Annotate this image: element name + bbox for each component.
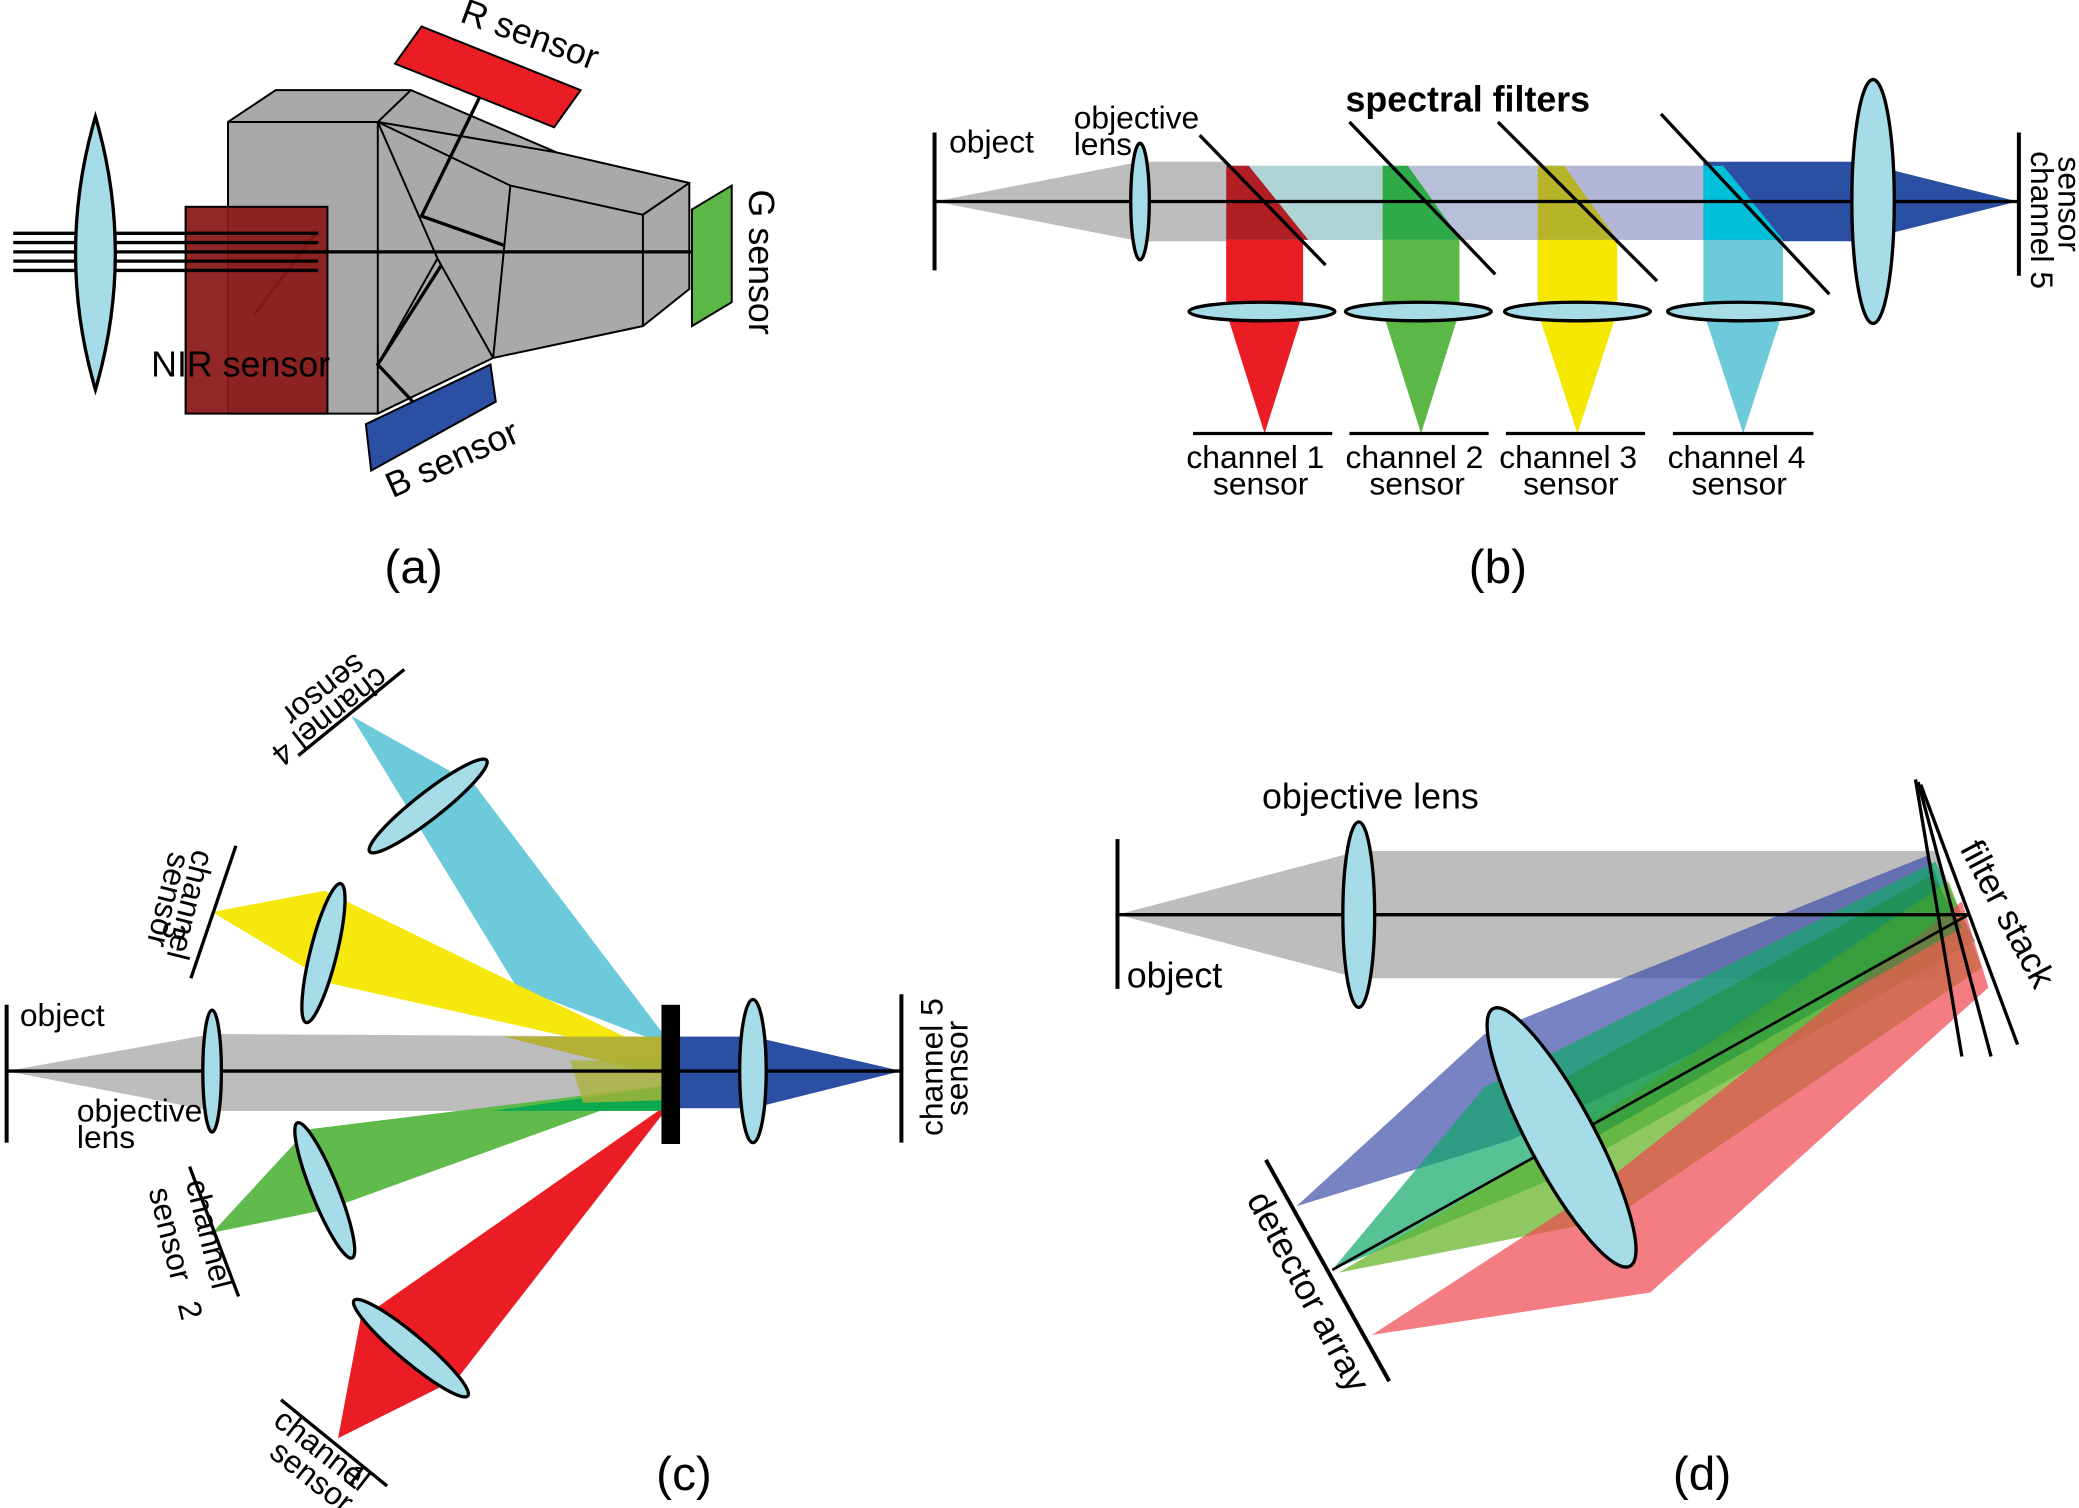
spectral-filter-lines bbox=[1198, 112, 1831, 296]
channel2-label-1: channel 2 bbox=[1345, 439, 1483, 475]
channel4-label-1: channel 4 bbox=[1668, 439, 1806, 475]
panel-c-caption: (c) bbox=[656, 1448, 712, 1501]
panel-d-focusing-lens bbox=[1485, 1006, 1638, 1269]
panel-c-channel5-lens bbox=[738, 997, 768, 1145]
panel-a: R sensor G sensor B sensor NIR sensor (a… bbox=[13, 0, 781, 594]
channel1-lens bbox=[1187, 300, 1337, 323]
channel1-label-1: channel 1 bbox=[1186, 439, 1324, 475]
g-sensor bbox=[690, 183, 733, 328]
panel-b: object objective lens spectral filters c… bbox=[932, 77, 2079, 594]
panel-d-caption: (d) bbox=[1673, 1448, 1731, 1501]
panel-b-channel5-label-1: channel 5 bbox=[2024, 151, 2060, 289]
panel-c-channel5-label-2: sensor bbox=[939, 1020, 975, 1116]
panel-a-lens bbox=[73, 110, 117, 396]
panel-c-channel2-label-2: 2 bbox=[171, 1297, 210, 1323]
channel2-lens bbox=[1343, 300, 1493, 323]
panel-d-object-label: object bbox=[1127, 956, 1223, 996]
channel2-cone bbox=[1382, 311, 1460, 434]
channel1-label-2: sensor bbox=[1213, 465, 1309, 501]
channel3-cone bbox=[1537, 311, 1618, 434]
spectral-filters-label: spectral filters bbox=[1345, 79, 1590, 119]
panel-d-objective-lens bbox=[1341, 820, 1377, 1010]
channel4-label-2: sensor bbox=[1691, 465, 1787, 501]
panel-c: object objective lens channel 5 sensor c… bbox=[4, 647, 975, 1508]
channel4-cone bbox=[1703, 311, 1783, 434]
panel-b-channel5-label-2: sensor bbox=[2052, 156, 2079, 252]
olive-overlap bbox=[570, 1060, 663, 1103]
panel-c-channel3-lens bbox=[300, 881, 347, 1025]
panel-c-channel2-lens bbox=[293, 1120, 357, 1260]
panel-c-objective-lens bbox=[201, 1008, 224, 1134]
panel-d-objective-label: objective lens bbox=[1262, 777, 1479, 817]
panel-c-sensor-lines bbox=[188, 668, 406, 1488]
channel2-beam bbox=[1382, 239, 1460, 312]
channel3-lens bbox=[1502, 300, 1653, 323]
panel-c-objective-label-2: lens bbox=[77, 1119, 135, 1155]
channel3-label-1: channel 3 bbox=[1499, 439, 1637, 475]
panel-c-object-label: object bbox=[20, 997, 105, 1033]
panel-d: objective lens object filter stack detec… bbox=[1115, 777, 2063, 1501]
incoming-rays bbox=[13, 231, 716, 273]
detector-array-line bbox=[1264, 1158, 1391, 1383]
objective-lens bbox=[1129, 141, 1151, 262]
panel-b-object-label: object bbox=[949, 123, 1034, 159]
filter-block bbox=[661, 1004, 681, 1144]
panel-b-objective-label-1: objective bbox=[1074, 100, 1200, 136]
panel-b-caption: (b) bbox=[1469, 541, 1527, 594]
focusing-lens bbox=[1850, 77, 1896, 326]
channel1-cone bbox=[1226, 311, 1304, 434]
panel-c-objective-label-1: objective bbox=[77, 1092, 202, 1128]
panel-c-channel1-lens bbox=[351, 1297, 471, 1399]
channel2-label-2: sensor bbox=[1369, 465, 1465, 501]
dark-green-overlap bbox=[1524, 874, 1962, 1141]
panel-d-return-ray bbox=[1331, 913, 1970, 1272]
b-sensor bbox=[364, 363, 497, 473]
filter-stack-lines bbox=[1913, 779, 2020, 1057]
channel4-lens bbox=[1665, 300, 1816, 323]
detector-array-label: detector array bbox=[1239, 1185, 1378, 1399]
panel-c-channel5-label-1: channel 5 bbox=[914, 998, 950, 1136]
r-sensor bbox=[393, 25, 583, 129]
panel-b-objective-label-2: lens bbox=[1074, 126, 1132, 162]
panel-a-caption: (a) bbox=[384, 541, 442, 594]
panel-c-channel4-lens bbox=[367, 757, 489, 855]
channel1-beam bbox=[1226, 239, 1304, 312]
channel3-label-2: sensor bbox=[1523, 465, 1619, 501]
channel4-beam bbox=[1703, 239, 1783, 312]
nir-sensor-label: NIR sensor bbox=[151, 344, 330, 384]
channel3-beam bbox=[1537, 239, 1618, 312]
red-fan-d bbox=[1371, 901, 1989, 1335]
g-sensor-label: G sensor bbox=[741, 190, 781, 335]
